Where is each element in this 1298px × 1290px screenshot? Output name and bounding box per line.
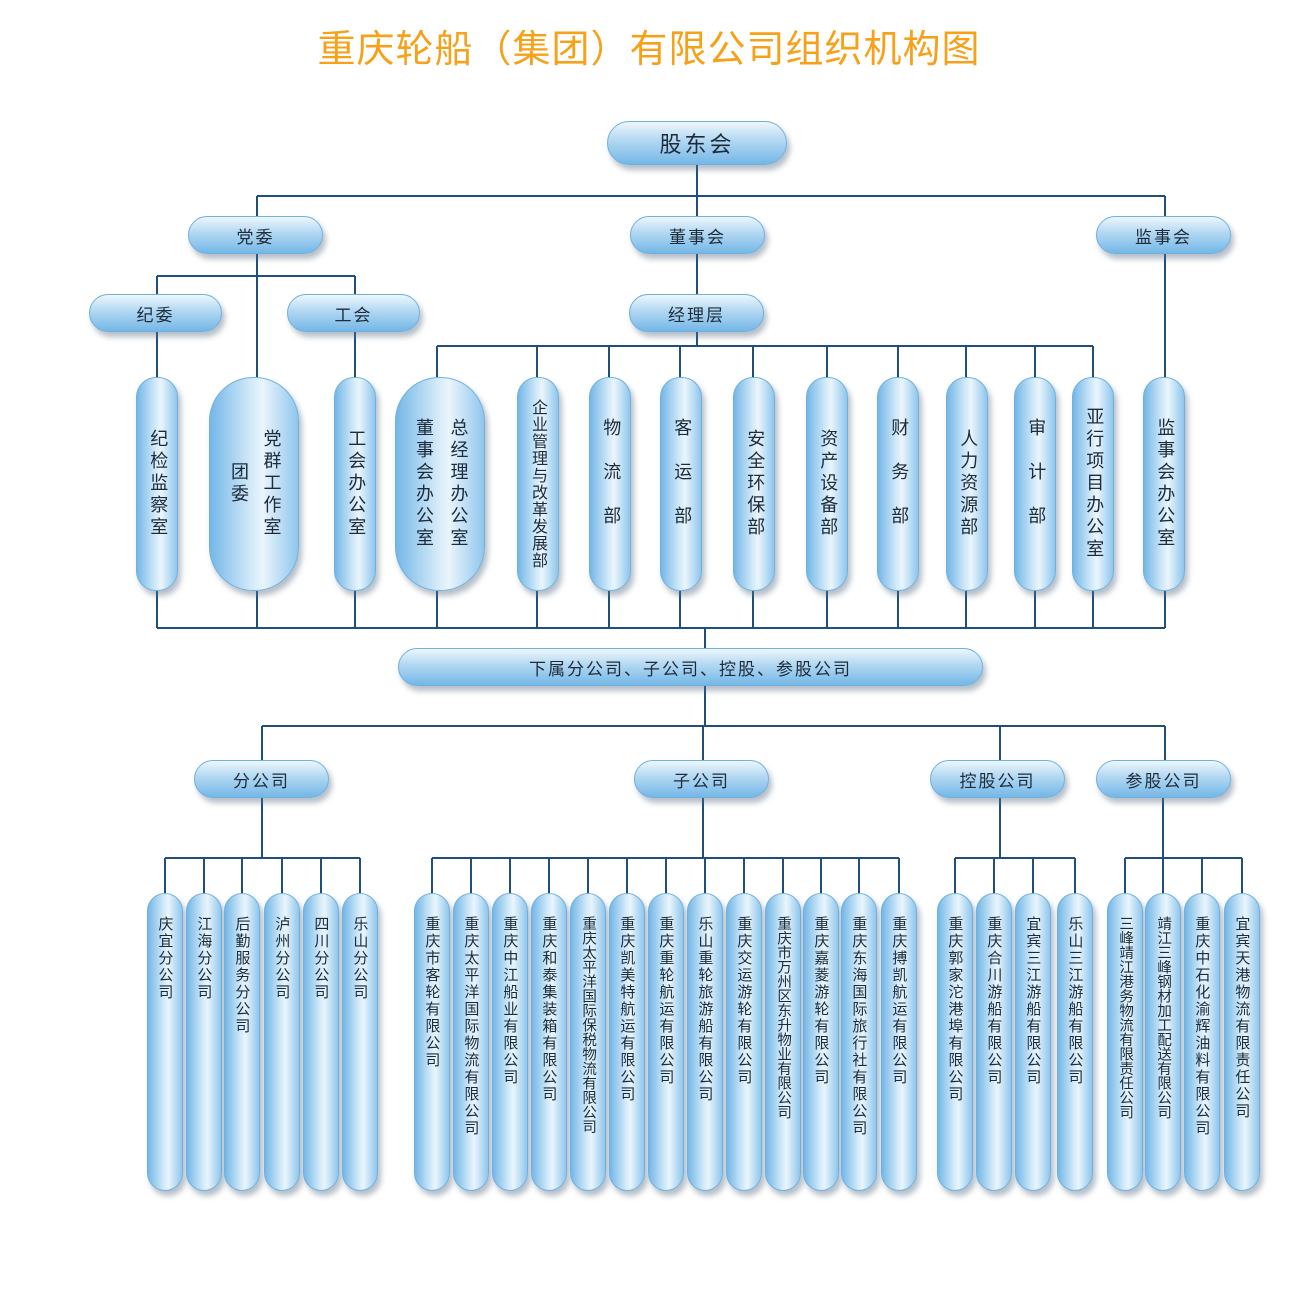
company-box: 重庆搏凯航运有限公司 <box>881 893 917 1191</box>
dept-label: 总经理办公室 <box>447 418 469 550</box>
company-label: 重庆太平洋国际保税物流有限公司 <box>580 916 597 1134</box>
party-committee-node: 党委 <box>188 216 323 254</box>
company-label: 泸州分公司 <box>273 916 292 1001</box>
company-label: 重庆中石化渝辉油料有限公司 <box>1193 916 1212 1137</box>
company-label: 四川分公司 <box>312 916 331 1001</box>
dept-label: 团委 <box>228 462 249 506</box>
supervisory-board-node: 监事会 <box>1096 216 1231 254</box>
dept-label: 物流部 <box>600 418 622 550</box>
company-label: 重庆搏凯航运有限公司 <box>890 916 909 1086</box>
dept-label: 纪检监察室 <box>147 429 169 539</box>
company-label: 乐山分公司 <box>351 916 370 1001</box>
chart-title: 重庆轮船（集团）有限公司组织机构图 <box>317 27 981 71</box>
dept-label: 审计部 <box>1025 418 1047 550</box>
dept-assets: 资产设备部 <box>806 377 848 591</box>
dept-label: 人力资源部 <box>957 429 979 539</box>
dept-label: 资产设备部 <box>817 429 839 539</box>
company-box: 重庆中江船业有限公司 <box>492 893 528 1191</box>
discipline-committee-node: 纪委 <box>89 294 222 332</box>
company-box: 宜宾三江游船有限公司 <box>1015 893 1051 1191</box>
company-box: 宜宾天港物流有限责任公司 <box>1224 893 1260 1191</box>
company-label: 后勤服务分公司 <box>233 916 252 1035</box>
company-label: 重庆交运游轮有限公司 <box>735 916 754 1086</box>
dept-safety: 安全环保部 <box>733 377 775 591</box>
subsidiaries-bar: 下属分公司、子公司、控股、参股公司 <box>398 648 983 686</box>
dept-audit: 审计部 <box>1014 377 1056 591</box>
company-box: 重庆东海国际旅行社有限公司 <box>841 893 877 1191</box>
company-box: 后勤服务分公司 <box>224 893 260 1191</box>
company-box: 重庆市客轮有限公司 <box>414 893 450 1191</box>
dept-union-office: 工会办公室 <box>334 377 376 591</box>
company-label: 重庆凯美特航运有限公司 <box>618 916 637 1103</box>
company-box: 乐山三江游船有限公司 <box>1057 893 1093 1191</box>
company-label: 江海分公司 <box>195 916 214 1001</box>
group-subsidiary-companies: 子公司 <box>634 760 769 798</box>
union-node: 工会 <box>287 294 420 332</box>
dept-label: 监事会办公室 <box>1154 418 1176 550</box>
company-label: 重庆市万州区东升物业有限公司 <box>775 916 792 1119</box>
company-label: 重庆郭家沱港埠有限公司 <box>946 916 965 1103</box>
company-box: 乐山分公司 <box>342 893 378 1191</box>
dept-reform: 企业管理与改革发展部 <box>517 377 559 591</box>
company-label: 庆宜分公司 <box>156 916 175 1001</box>
dept-label: 亚行项目办公室 <box>1083 407 1105 561</box>
dept-gm-office: 董事会办公室 总经理办公室 <box>395 377 485 591</box>
company-box: 泸州分公司 <box>264 893 300 1191</box>
company-label: 宜宾三江游船有限公司 <box>1024 916 1043 1086</box>
dept-logistics: 物流部 <box>589 377 631 591</box>
company-box: 重庆市万州区东升物业有限公司 <box>765 893 801 1191</box>
company-label: 宜宾天港物流有限责任公司 <box>1233 916 1252 1120</box>
company-box: 重庆交运游轮有限公司 <box>726 893 762 1191</box>
company-label: 重庆嘉菱游轮有限公司 <box>812 916 831 1086</box>
dept-label: 客运部 <box>671 418 693 550</box>
company-box: 重庆太平洋国际保税物流有限公司 <box>570 893 606 1191</box>
dept-label: 工会办公室 <box>345 429 367 539</box>
company-box: 重庆太平洋国际物流有限公司 <box>453 893 489 1191</box>
group-branch-companies: 分公司 <box>194 760 329 798</box>
dept-party-office: 团委 党群工作室 <box>209 377 299 591</box>
dept-finance: 财务部 <box>877 377 919 591</box>
company-label: 重庆东海国际旅行社有限公司 <box>850 916 869 1137</box>
company-box: 庆宜分公司 <box>147 893 183 1191</box>
dept-label: 党群工作室 <box>260 429 282 539</box>
group-shareholding-companies: 参股公司 <box>1096 760 1231 798</box>
company-box: 重庆凯美特航运有限公司 <box>609 893 645 1191</box>
company-label: 重庆太平洋国际物流有限公司 <box>462 916 481 1137</box>
dept-asia-project: 亚行项目办公室 <box>1072 377 1114 591</box>
company-box: 乐山重轮旅游船有限公司 <box>687 893 723 1191</box>
company-box: 重庆嘉菱游轮有限公司 <box>803 893 839 1191</box>
company-label: 三峰靖江港务物流有限责任公司 <box>1117 916 1134 1119</box>
shareholders-node: 股东会 <box>607 121 787 165</box>
dept-passenger: 客运部 <box>660 377 702 591</box>
company-label: 乐山重轮旅游船有限公司 <box>696 916 715 1103</box>
company-label: 重庆市客轮有限公司 <box>423 916 442 1069</box>
dept-label: 安全环保部 <box>744 429 766 539</box>
company-box: 重庆中石化渝辉油料有限公司 <box>1184 893 1220 1191</box>
company-box: 重庆郭家沱港埠有限公司 <box>937 893 973 1191</box>
company-box: 重庆重轮航运有限公司 <box>648 893 684 1191</box>
company-label: 重庆和泰集装箱有限公司 <box>540 916 559 1103</box>
company-box: 江海分公司 <box>186 893 222 1191</box>
company-box: 重庆合川游船有限公司 <box>976 893 1012 1191</box>
company-label: 靖江三峰钢材加工配送有限公司 <box>1155 916 1172 1119</box>
dept-discipline-office: 纪检监察室 <box>136 377 178 591</box>
company-label: 乐山三江游船有限公司 <box>1066 916 1085 1086</box>
company-label: 重庆重轮航运有限公司 <box>657 916 676 1086</box>
company-box: 三峰靖江港务物流有限责任公司 <box>1107 893 1143 1191</box>
company-box: 靖江三峰钢材加工配送有限公司 <box>1145 893 1181 1191</box>
management-node: 经理层 <box>629 294 764 332</box>
group-holding-companies: 控股公司 <box>930 760 1065 798</box>
company-box: 重庆和泰集装箱有限公司 <box>531 893 567 1191</box>
company-label: 重庆合川游船有限公司 <box>985 916 1004 1086</box>
board-node: 董事会 <box>630 216 765 254</box>
dept-label: 企业管理与改革发展部 <box>529 399 548 569</box>
dept-label: 董事会办公室 <box>413 418 434 550</box>
company-label: 重庆中江船业有限公司 <box>501 916 520 1086</box>
company-box: 四川分公司 <box>303 893 339 1191</box>
dept-supervisor-office: 监事会办公室 <box>1143 377 1185 591</box>
dept-hr: 人力资源部 <box>946 377 988 591</box>
dept-label: 财务部 <box>888 418 910 550</box>
